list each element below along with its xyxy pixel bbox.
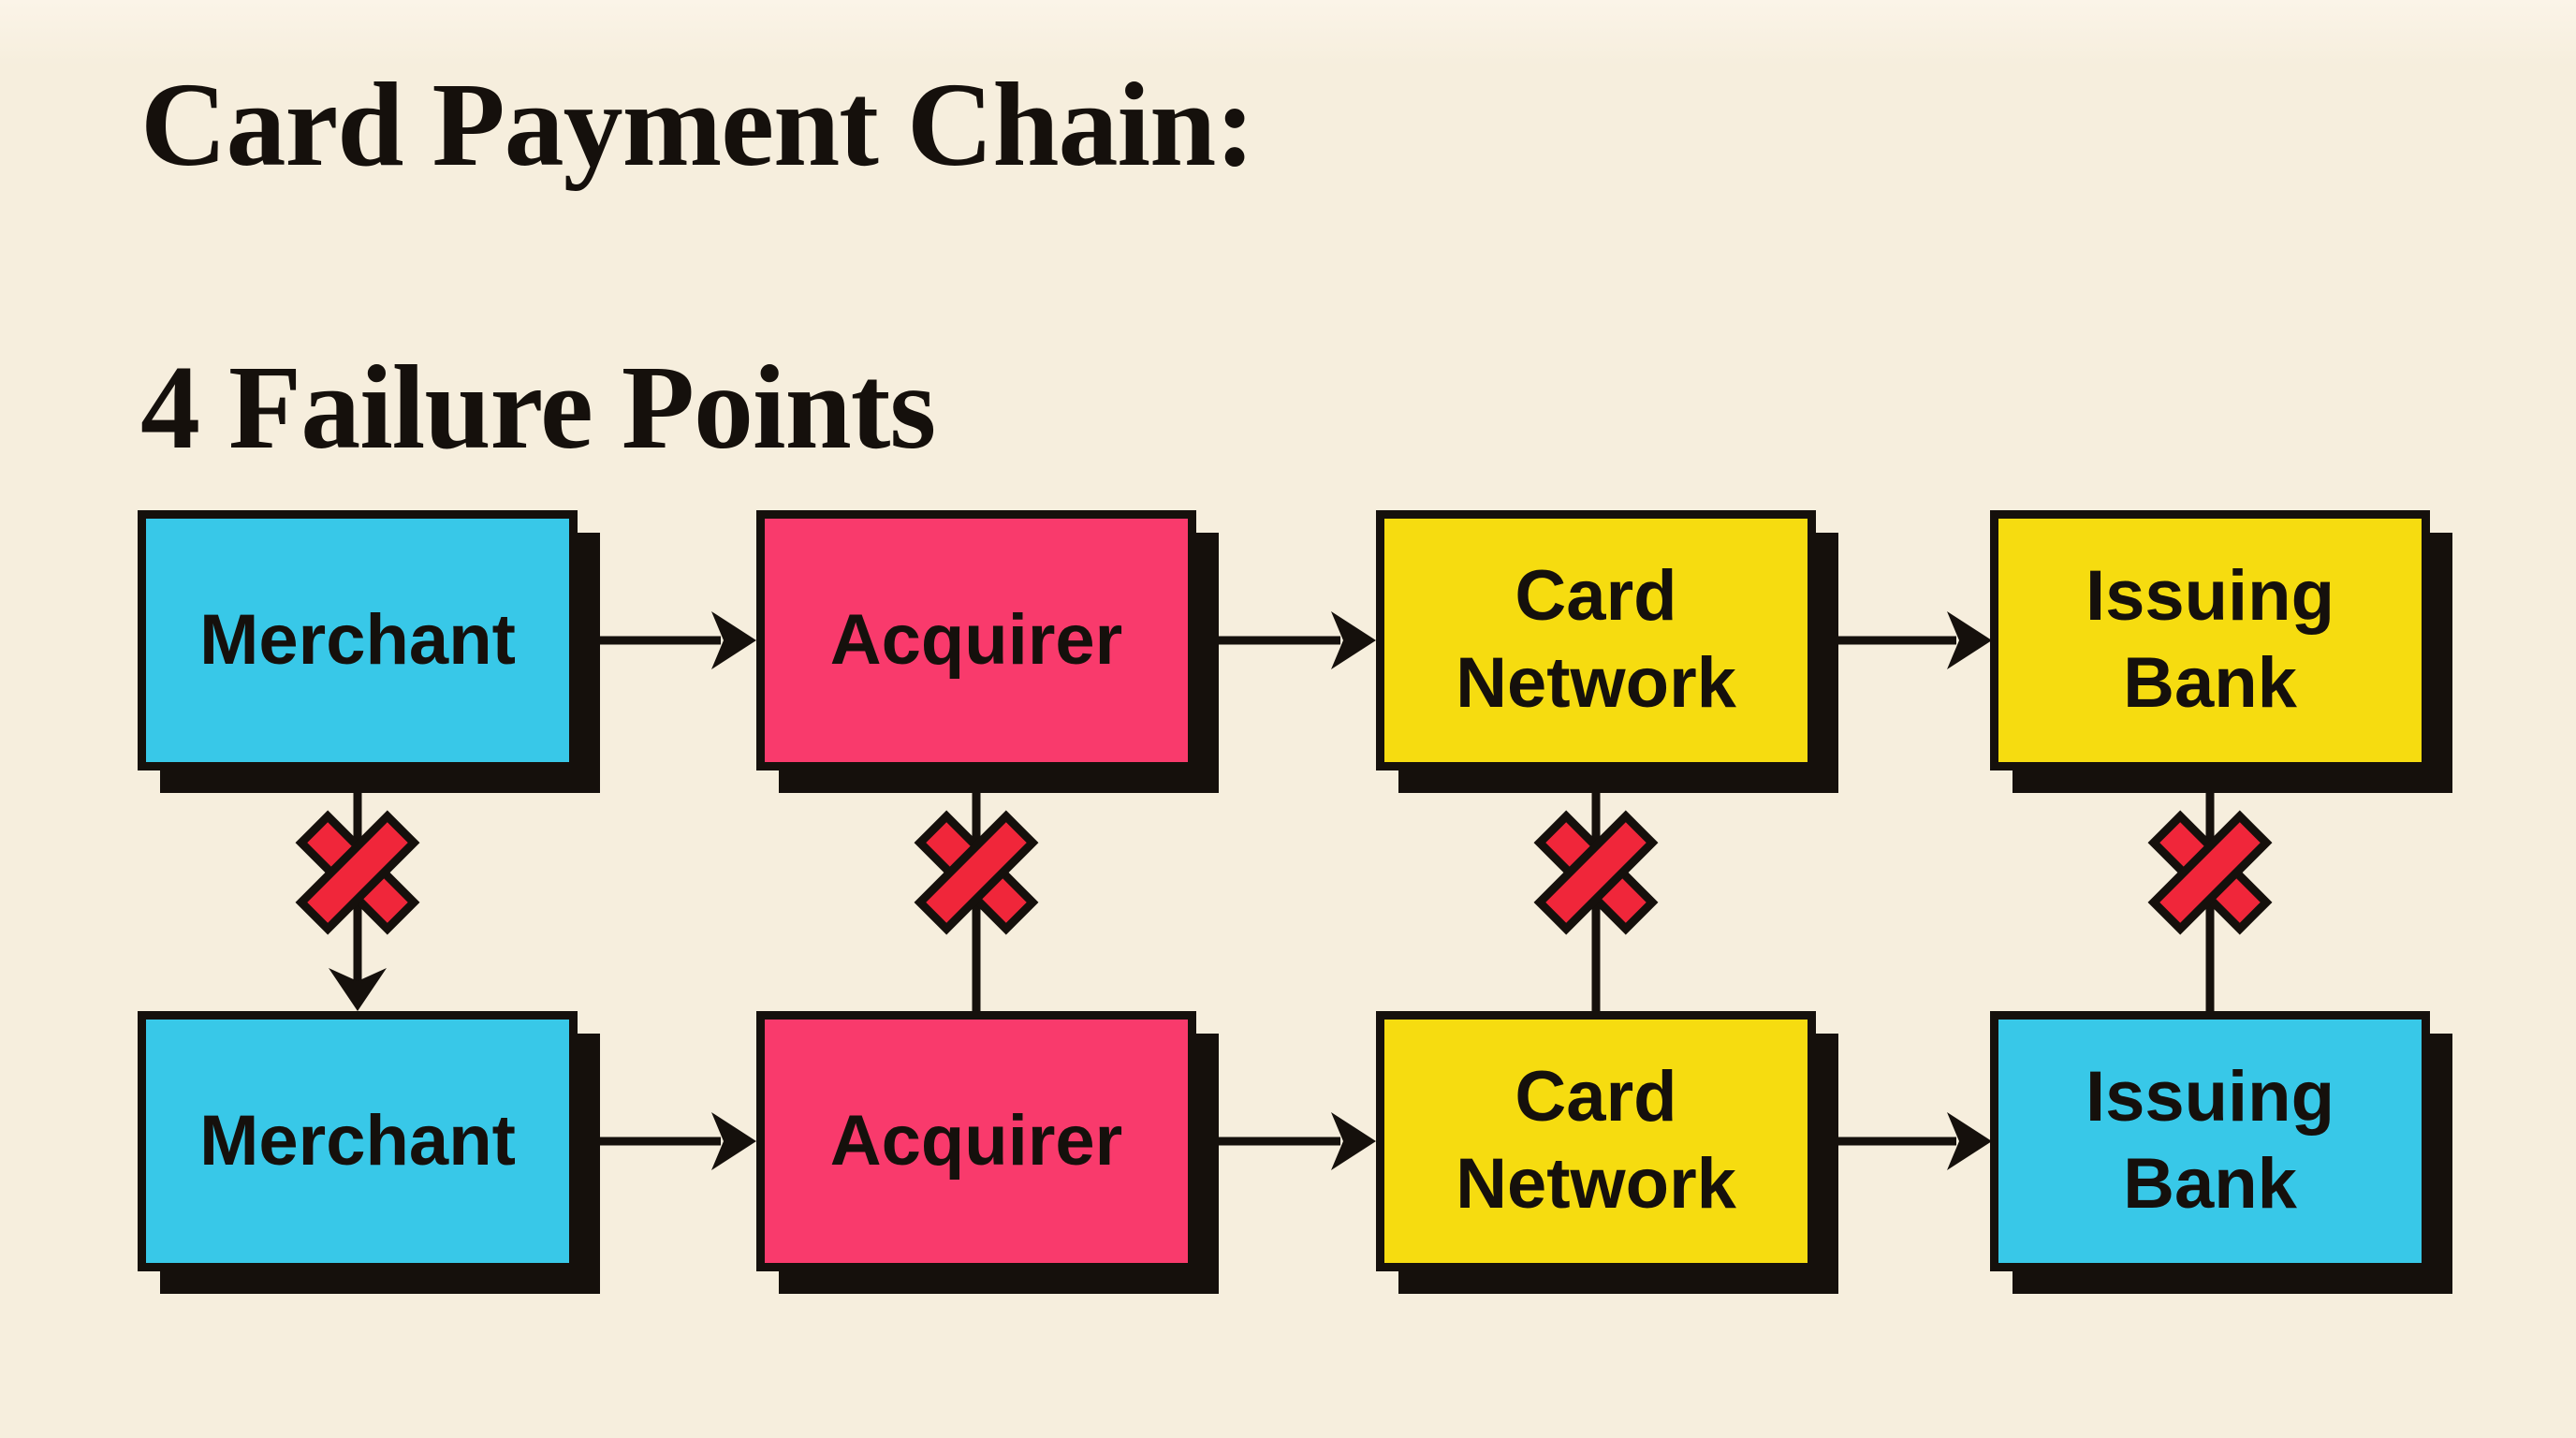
arrow-right-icon <box>1807 1112 1992 1170</box>
page-title-line2: 4 Failure Points <box>140 341 936 475</box>
arrow-acquirer-to-card-network-bottom <box>1191 1104 1378 1179</box>
connector-merchant-failure <box>292 766 423 1015</box>
failure-x-icon <box>914 810 1039 935</box>
connector-issuing-bank-failure <box>2144 766 2276 1015</box>
arrow-right-icon <box>1191 611 1376 669</box>
page-title-line1: Card Payment Chain: <box>140 58 1255 191</box>
arrow-card-network-to-issuing-bank-bottom <box>1807 1104 1994 1179</box>
node-merchant-top: Merchant <box>138 510 578 770</box>
connector-card-network-failure <box>1530 766 1661 1015</box>
arrow-down-head-icon <box>329 968 387 1011</box>
node-label: Card Network <box>1456 1057 1736 1224</box>
failure-x-icon <box>1533 810 1659 935</box>
arrow-right-icon <box>1191 1112 1376 1170</box>
arrow-down-icon <box>295 766 420 1011</box>
node-label: Merchant <box>199 599 516 680</box>
node-issuing-bank-top: Issuing Bank <box>1990 510 2430 770</box>
connector-acquirer-failure <box>911 766 1042 1015</box>
node-acquirer-top: Acquirer <box>756 510 1196 770</box>
arrow-card-network-to-issuing-bank-top <box>1807 603 1994 678</box>
failure-x-icon <box>2147 810 2273 935</box>
failure-line-icon <box>914 766 1039 1015</box>
arrow-merchant-to-acquirer-bottom <box>571 1104 758 1179</box>
node-label: Acquirer <box>829 1100 1123 1181</box>
node-card-network-bottom: Card Network <box>1376 1011 1816 1271</box>
page-title: Card Payment Chain: 4 Failure Points <box>140 54 1255 478</box>
node-label: Acquirer <box>829 599 1123 680</box>
arrow-right-icon <box>571 611 756 669</box>
arrow-right-icon <box>1807 611 1992 669</box>
failure-line-icon <box>1533 766 1659 1015</box>
failure-x-icon <box>295 810 420 935</box>
arrow-acquirer-to-card-network-top <box>1191 603 1378 678</box>
node-label: Merchant <box>199 1100 516 1181</box>
node-label: Issuing Bank <box>2085 556 2335 723</box>
failure-line-icon <box>2147 766 2273 1015</box>
arrow-right-icon <box>571 1112 756 1170</box>
node-acquirer-bottom: Acquirer <box>756 1011 1196 1271</box>
arrow-merchant-to-acquirer-top <box>571 603 758 678</box>
node-issuing-bank-bottom: Issuing Bank <box>1990 1011 2430 1271</box>
node-card-network-top: Card Network <box>1376 510 1816 770</box>
node-label: Issuing Bank <box>2085 1057 2335 1224</box>
node-merchant-bottom: Merchant <box>138 1011 578 1271</box>
node-label: Card Network <box>1456 556 1736 723</box>
